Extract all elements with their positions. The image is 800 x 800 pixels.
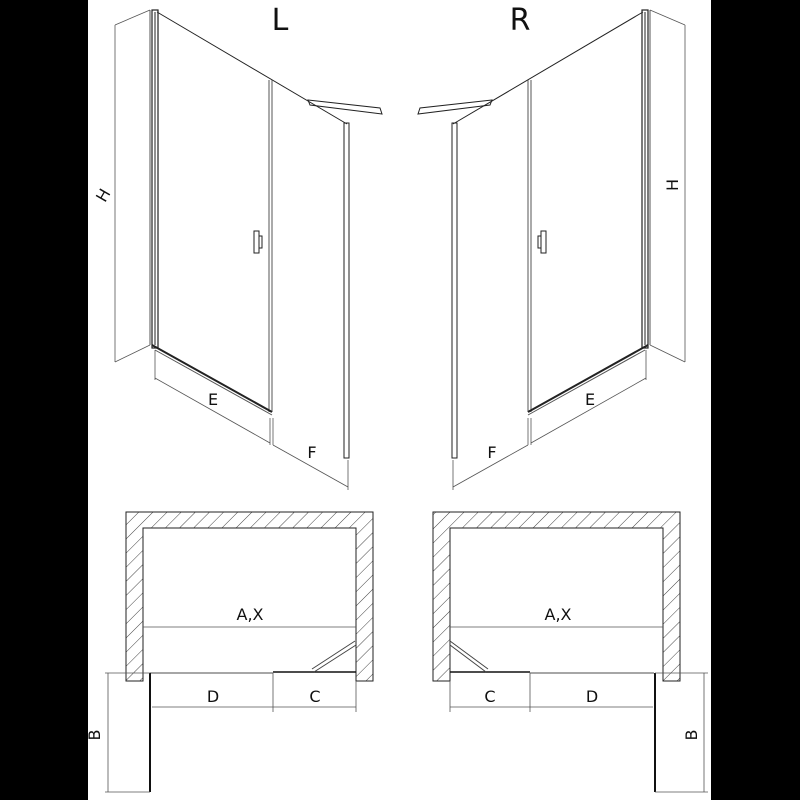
elevation-right: R H E F bbox=[417, 3, 686, 490]
door-label-left: D bbox=[207, 687, 219, 706]
fixed-width-label-right: F bbox=[487, 443, 496, 462]
fixed-label-left: C bbox=[309, 687, 320, 706]
variant-label-right: R bbox=[510, 3, 531, 38]
door-width-label-right: E bbox=[585, 390, 595, 409]
plan-left: A,X D C B bbox=[85, 511, 374, 793]
door-label-right: D bbox=[586, 687, 598, 706]
depth-label-right: B bbox=[682, 730, 701, 741]
depth-label-left: B bbox=[85, 730, 104, 741]
overall-width-label-right: A,X bbox=[545, 605, 572, 624]
height-label-right: H bbox=[663, 179, 682, 191]
fixed-label-right: C bbox=[484, 687, 495, 706]
door-width-label-left: E bbox=[208, 390, 218, 409]
overall-width-label-left: A,X bbox=[237, 605, 264, 624]
elevation-left: L H E F bbox=[92, 3, 383, 490]
height-label-left: H bbox=[92, 185, 114, 205]
fixed-width-label-left: F bbox=[307, 443, 316, 462]
variant-label-left: L bbox=[272, 3, 289, 38]
plan-right: A,X C D B bbox=[432, 511, 708, 793]
